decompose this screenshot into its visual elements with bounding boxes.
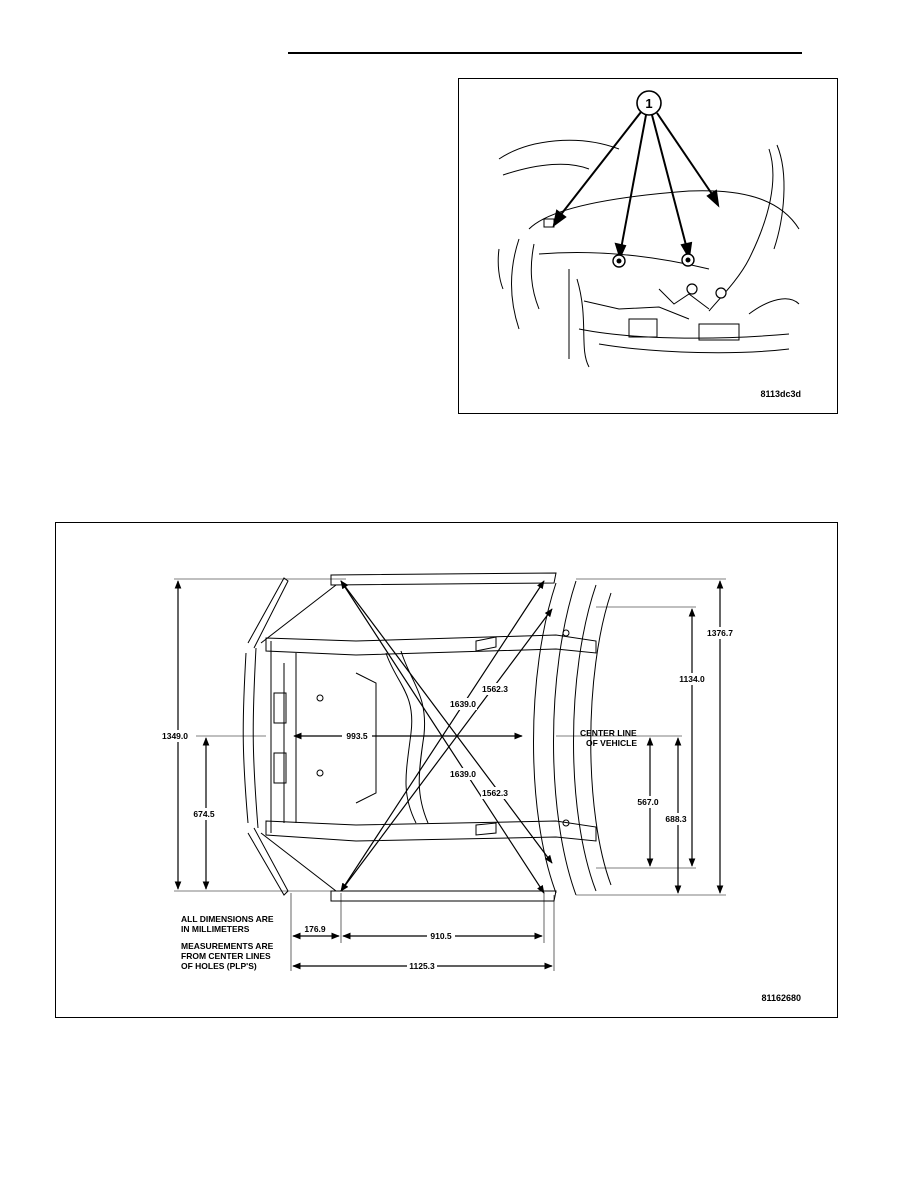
dim-674-5: 674.5 xyxy=(193,809,215,819)
dim-910-5: 910.5 xyxy=(430,931,452,941)
callout-leaders xyxy=(552,111,720,260)
dim-1349-0: 1349.0 xyxy=(162,731,188,741)
header-rule xyxy=(288,52,802,54)
dim-1562-3-lower: 1562.3 xyxy=(482,788,508,798)
dim-1639-0-lower: 1639.0 xyxy=(450,769,476,779)
callout-number: 1 xyxy=(645,96,652,111)
callout-circle xyxy=(636,90,662,116)
note-measurement-basis: MEASUREMENTS ARE FROM CENTER LINES OF HO… xyxy=(181,941,274,971)
dim-176-9: 176.9 xyxy=(304,924,326,934)
fender-line-art xyxy=(497,139,800,368)
dim-1125-3: 1125.3 xyxy=(409,961,435,971)
push-pin-fasteners xyxy=(612,253,727,299)
figure-underbody-dimensions: 1376.7 1134.0 1349.0 674.5 993.5 1639.0 … xyxy=(55,522,838,1018)
dim-1562-3-upper: 1562.3 xyxy=(482,684,508,694)
underbody-line-art xyxy=(242,572,612,902)
figure-code: 8113dc3d xyxy=(760,389,801,399)
dim-1639-0-upper: 1639.0 xyxy=(450,699,476,709)
center-line-label-2: OF VEHICLE xyxy=(586,738,637,748)
dimension-labels: 1376.7 1134.0 1349.0 674.5 993.5 1639.0 … xyxy=(160,627,736,972)
fender-liner-illustration: 1 xyxy=(497,90,800,368)
underbody-dimension-diagram: 1376.7 1134.0 1349.0 674.5 993.5 1639.0 … xyxy=(160,572,736,972)
center-line-label-1: CENTER LINE xyxy=(580,728,637,738)
dim-1376-7: 1376.7 xyxy=(707,628,733,638)
dim-993-5: 993.5 xyxy=(346,731,368,741)
diagonal-measurement-lines xyxy=(340,580,553,894)
note-units: ALL DIMENSIONS ARE IN MILLIMETERS xyxy=(181,914,274,934)
dim-1134-0: 1134.0 xyxy=(679,674,705,684)
figure-fender-liner: 1 xyxy=(458,78,838,414)
dim-567-0: 567.0 xyxy=(637,797,659,807)
dim-688-3: 688.3 xyxy=(665,814,687,824)
figure-code: 81162680 xyxy=(761,993,801,1003)
extension-lines xyxy=(174,578,726,971)
